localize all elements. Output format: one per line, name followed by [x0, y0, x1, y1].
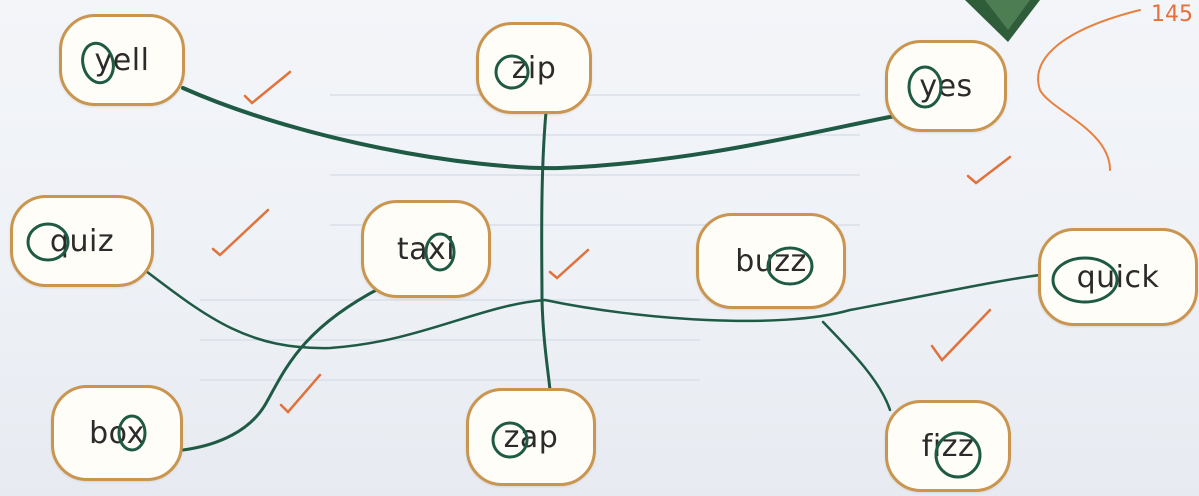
word-text: zip [511, 50, 557, 86]
tick-mark [279, 373, 322, 414]
tick-mark [966, 155, 1012, 185]
word-card-box[interactable]: box [51, 385, 183, 481]
tick-mark [930, 308, 992, 362]
word-card-yell[interactable]: yell [59, 14, 185, 106]
tick-mark [548, 248, 590, 280]
word-card-quick[interactable]: quick [1038, 228, 1198, 326]
word-card-zap[interactable]: zap [466, 388, 596, 486]
word-card-yes[interactable]: yes [885, 40, 1007, 132]
word-text: zap [503, 419, 559, 455]
word-card-buzz[interactable]: buzz [696, 213, 846, 309]
word-text: taxi [396, 231, 456, 267]
word-card-quiz[interactable]: quiz [10, 195, 154, 287]
word-text: box [89, 415, 145, 451]
orange-arc [1037, 9, 1141, 171]
tick-mark [243, 70, 292, 105]
word-text: yes [919, 68, 973, 104]
word-text: quiz [49, 223, 115, 259]
tick-mark [211, 208, 270, 257]
match-line-zip-zap [540, 110, 552, 392]
match-line-buzz-fizz [821, 320, 892, 412]
word-text: quick [1076, 259, 1160, 295]
word-text: fizz [921, 428, 975, 464]
word-text: buzz [735, 243, 807, 279]
corner-note: 145 [1151, 2, 1193, 27]
match-line-quiz-quick [140, 266, 1042, 350]
word-card-zip[interactable]: zip [476, 22, 592, 114]
word-card-fizz[interactable]: fizz [885, 400, 1011, 492]
word-text: yell [94, 42, 150, 78]
word-card-taxi[interactable]: taxi [361, 200, 491, 298]
match-line-taxi-box [181, 286, 382, 452]
